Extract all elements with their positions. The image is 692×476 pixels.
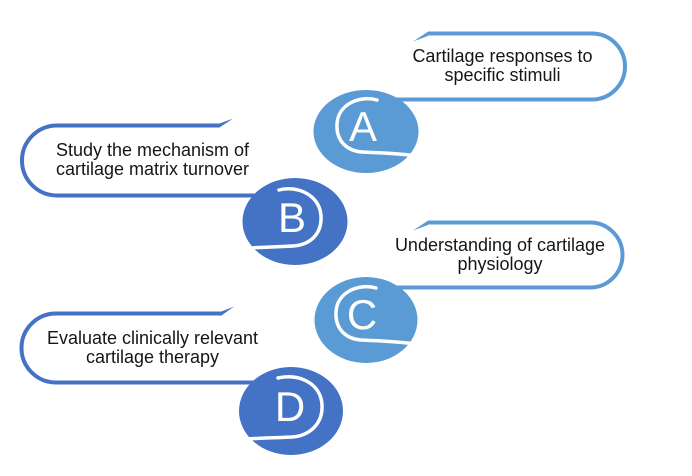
pill-end-taper-a [413, 31, 428, 42]
pill-text-c-line1: Understanding of cartilage [394, 235, 606, 256]
item-a-group [313, 31, 627, 173]
pill-text-b-line1: Study the mechanism of [55, 140, 250, 161]
item-c-group [314, 220, 625, 363]
pill-end-taper-b [219, 118, 233, 128]
pill-text-d: Evaluate clinically relevant cartilage t… [30, 318, 275, 378]
pill-text-b: Study the mechanism of cartilage matrix … [30, 128, 275, 192]
pill-text-a: Cartilage responses to specific stimuli [400, 36, 605, 96]
pill-text-b-line2: cartilage matrix turnover [55, 159, 250, 179]
circle-b [242, 178, 348, 265]
letter-arc-d [230, 375, 324, 442]
letter-d: D [274, 383, 306, 430]
letter-c: C [346, 291, 378, 338]
pill-end-taper-c [413, 220, 428, 231]
item-b-group [20, 118, 348, 265]
pill-outline-d [19, 311, 265, 385]
pill-text-a-line1: Cartilage responses to [412, 46, 593, 67]
letter-b: B [277, 194, 306, 241]
pill-end-taper-d [221, 306, 234, 316]
letter-arc-c [334, 285, 418, 346]
pill-text-a-line2: specific stimuli [444, 65, 561, 85]
pill-outline-c [390, 220, 625, 290]
letter-arc-b [234, 187, 323, 251]
letter-arc-a [335, 97, 419, 158]
pill-outline-a [390, 31, 627, 102]
letter-a: A [348, 103, 377, 150]
pill-text-c: Understanding of cartilage physiology [395, 226, 605, 284]
pill-text-c-line2: physiology [457, 254, 543, 274]
pill-text-d-line2: cartilage therapy [85, 347, 220, 367]
pill-text-d-line1: Evaluate clinically relevant [46, 328, 259, 349]
item-d-group [19, 306, 343, 455]
pill-outline-b [20, 123, 270, 198]
